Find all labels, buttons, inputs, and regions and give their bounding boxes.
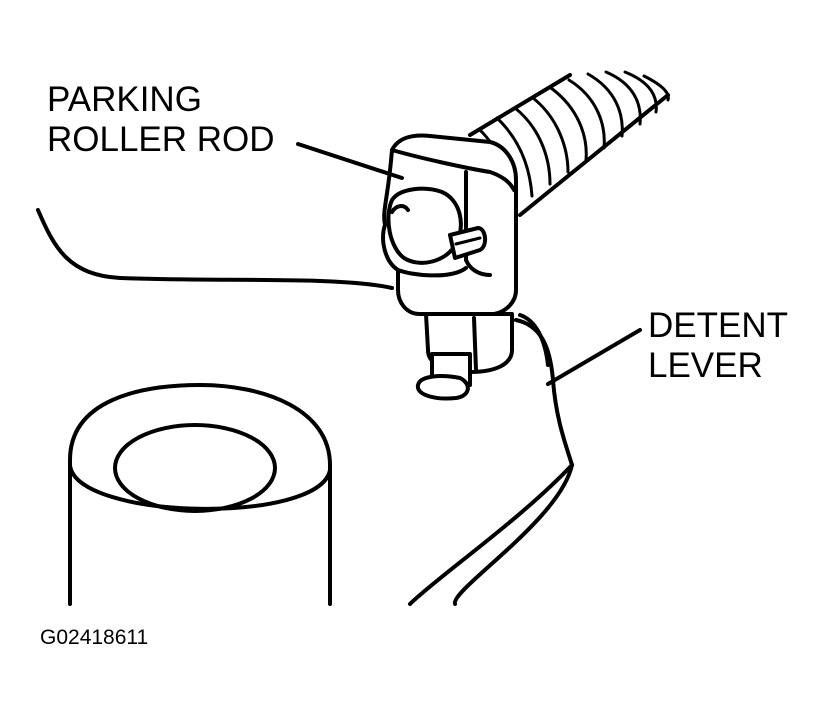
label-detent-lever: DETENT LEVER [648,306,788,386]
label-parking-roller-rod-line1: PARKING [47,80,202,119]
leader-line-detent-lever [546,328,642,386]
leader-line-parking-roller-rod [296,142,404,180]
roller-block [381,133,518,316]
label-detent-lever-line2: LEVER [648,346,763,385]
leader-lines [296,142,642,386]
label-parking-roller-rod: PARKING ROLLER ROD [47,80,275,160]
detent-lever-plate [36,208,574,606]
cylinder-boss [68,383,332,606]
label-detent-lever-line1: DETENT [648,306,788,345]
rod-stem [416,312,514,401]
label-parking-roller-rod-line2: ROLLER ROD [47,120,275,159]
figure-code: G02418611 [40,626,149,649]
